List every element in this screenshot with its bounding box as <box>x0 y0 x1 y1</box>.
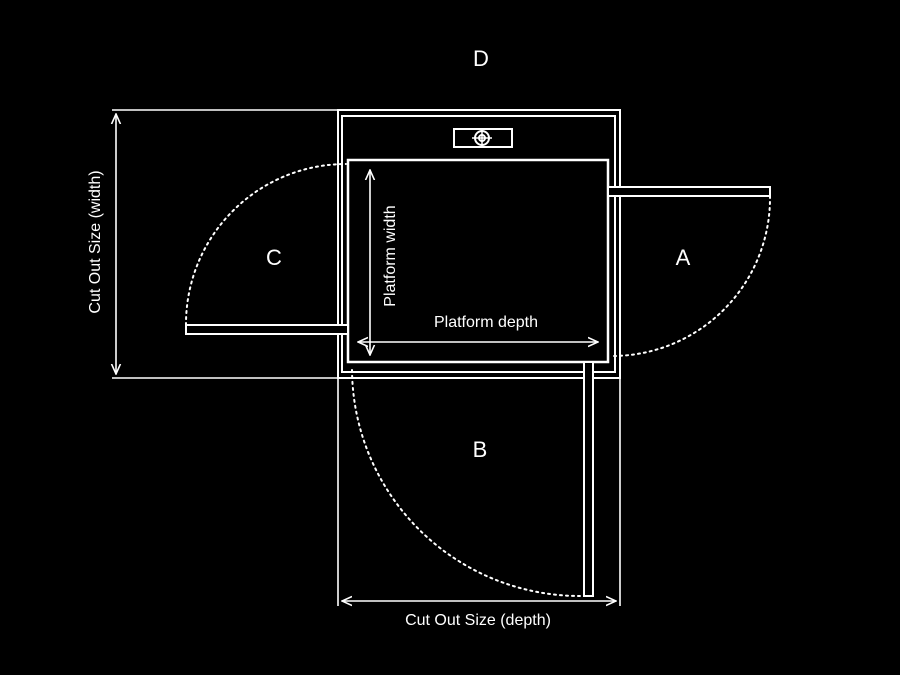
shaft-walls <box>337 109 621 379</box>
shaft-inner-wall <box>341 115 616 373</box>
label-b: B <box>473 437 488 462</box>
door-c-swing-arc <box>184 163 347 326</box>
platform-width-label: Platform width <box>382 205 399 306</box>
label-c: C <box>266 245 282 270</box>
cutout-extension-lines <box>112 109 621 606</box>
platform <box>346 158 610 364</box>
door-a-leaf <box>607 186 771 197</box>
shaft-outer-wall <box>337 109 621 379</box>
door-b <box>351 361 594 598</box>
door-b-leaf <box>583 361 594 597</box>
door-c <box>184 163 349 335</box>
door-a-swing-arc <box>611 195 772 357</box>
cutout-width-label: Cut Out Size (width) <box>87 170 104 313</box>
door-c-leaf <box>185 324 349 335</box>
lift-control-button-icon <box>453 128 513 148</box>
cutout-depth-label: Cut Out Size (depth) <box>405 612 551 629</box>
dimension-arrows <box>116 114 616 601</box>
platform-depth-label: Platform depth <box>434 314 538 331</box>
door-b-swing-arc <box>351 369 583 598</box>
door-a <box>607 186 772 357</box>
label-d: D <box>473 46 489 71</box>
label-a: A <box>676 245 691 270</box>
